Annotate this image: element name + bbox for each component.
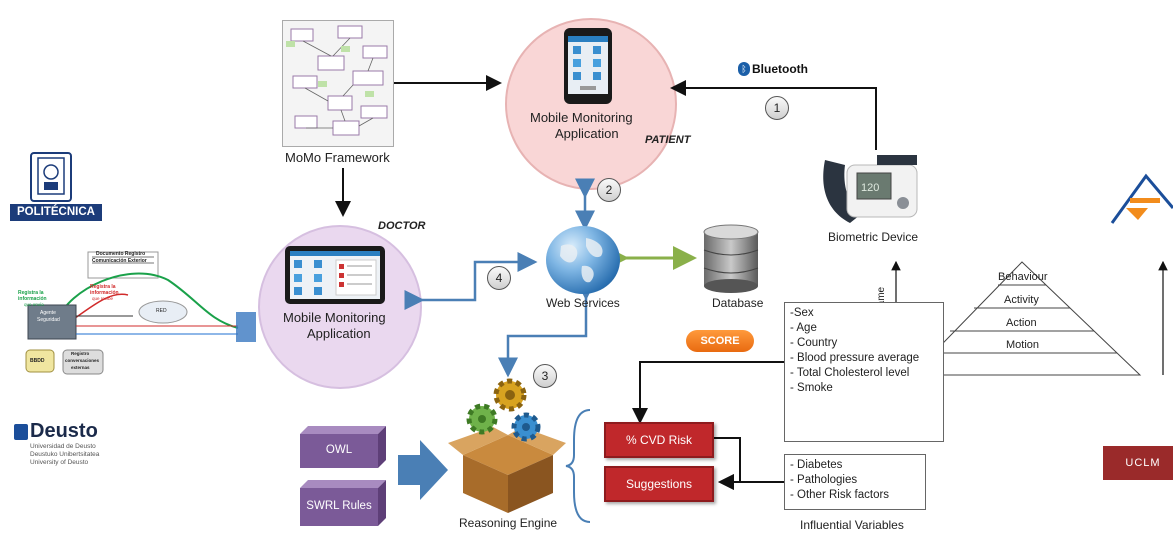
variable-other-risk: - Other Risk factors	[790, 489, 890, 501]
inset-doc-title2: Comunicación Exterior	[92, 258, 147, 264]
inset-reg2: conversaciones	[65, 358, 100, 363]
bracket	[565, 409, 591, 523]
variable-age: - Age	[790, 322, 817, 334]
inset-reg1: Registro	[71, 351, 90, 356]
pyramid-motion: Motion	[1006, 339, 1040, 351]
owl-label: OWL	[325, 444, 353, 456]
deusto-sub3: University of Deusto	[30, 459, 89, 466]
database-icon	[700, 224, 762, 294]
pyramid-shape	[910, 261, 1142, 376]
reasoning-engine-label: Reasoning Engine	[459, 516, 558, 530]
pyramid-behaviour: Behaviour	[998, 271, 1048, 283]
bluetooth-label: Bluetooth	[752, 62, 808, 76]
momo-framework-diagram	[282, 20, 394, 147]
variable-sex: -Sex	[790, 307, 814, 319]
arrow-score-to-cvd	[632, 361, 784, 424]
inset-red3: que recibe	[92, 296, 114, 301]
biometric-device-label: Biometric Device	[828, 230, 919, 244]
step-4: 4	[487, 266, 511, 290]
pyramid-activity: Activity	[1004, 294, 1039, 306]
step-1: 1	[765, 96, 789, 120]
inset-red1: Registra la	[90, 284, 116, 290]
pyramid-action: Action	[1006, 317, 1037, 329]
inset-doc-title1: Documento Registro	[96, 251, 146, 257]
deusto-logo-text: Deusto	[30, 420, 98, 442]
database-label: Database	[712, 296, 764, 310]
swrl-label: SWRL Rules	[306, 500, 372, 512]
arrow-ontology-to-engine	[398, 440, 448, 500]
patient-app-title-line2: Application	[555, 126, 619, 141]
doctor-label: DOCTOR	[378, 220, 426, 232]
variable-diabetes: - Diabetes	[790, 459, 843, 471]
arrow-doctor-web	[404, 252, 538, 310]
inset-red-network: RED	[156, 308, 167, 314]
politecnica-crest-icon	[30, 152, 72, 202]
variable-smoke: - Smoke	[790, 382, 833, 394]
influential-variables-label: Influential Variables	[800, 518, 904, 532]
web-services-label: Web Services	[546, 296, 620, 310]
uclm-logo: UCLM	[1103, 446, 1173, 480]
doctor-app-title-line2: Application	[307, 326, 371, 341]
gears-box-icon	[448, 375, 566, 515]
variables-bottom-box: - Diabetes - Pathologies - Other Risk fa…	[784, 454, 926, 510]
step-3: 3	[533, 364, 557, 388]
variables-top-box: -Sex - Age - Country - Blood pressure av…	[784, 302, 944, 442]
patient-label: PATIENT	[645, 134, 691, 146]
cvd-risk-box: % CVD Risk	[604, 422, 714, 458]
step-2: 2	[597, 178, 621, 202]
score-badge: SCORE	[686, 330, 754, 352]
arrow-cvd-to-suggestions	[714, 437, 741, 490]
globe-icon	[546, 226, 620, 294]
inset-green3: que envía	[24, 302, 44, 307]
arrow-web-reasoning	[498, 280, 596, 378]
right-triangle-logo-icon	[1108, 168, 1173, 228]
momo-framework-label: MoMo Framework	[285, 150, 390, 165]
inset-red2: información	[90, 290, 119, 296]
security-agent-inset: Documento Registro Comunicación Exterior…	[8, 250, 258, 380]
inset-green1: Registra la	[18, 290, 44, 296]
smartphone-icon	[564, 28, 612, 104]
arrow-device-to-patient	[670, 80, 877, 150]
variable-blood-pressure: - Blood pressure average	[790, 352, 920, 364]
inset-agent1: Agente	[40, 310, 56, 316]
blood-pressure-monitor-icon: 120	[815, 145, 925, 230]
variable-country: - Country	[790, 337, 838, 349]
politecnica-logo-text: POLITÉCNICA	[10, 204, 102, 221]
uclm-logo-text: UCLM	[1125, 457, 1161, 469]
owl-cube: OWL	[300, 426, 386, 468]
variable-cholesterol: - Total Cholesterol level	[790, 367, 910, 379]
swrl-cube: SWRL Rules	[300, 480, 386, 526]
deusto-sub1: Universidad de Deusto	[30, 443, 96, 450]
gear-icon	[493, 378, 527, 412]
deusto-sub2: Deustuko Unibertsitatea	[30, 451, 100, 458]
patient-app-title-line1: Mobile Monitoring	[530, 110, 633, 125]
suggestions-box: Suggestions	[604, 466, 714, 502]
inset-reg3: externas	[71, 365, 90, 370]
inset-green2: información	[18, 296, 47, 302]
svg-text:120: 120	[861, 182, 879, 194]
inset-agent2: Seguridad	[37, 317, 60, 323]
bluetooth-icon: ᛒ	[738, 62, 750, 76]
tablet-icon	[285, 246, 385, 304]
inset-bbdd: BBDD	[30, 358, 45, 364]
doctor-app-title-line1: Mobile Monitoring	[283, 310, 386, 325]
deusto-logo-icon	[14, 424, 28, 440]
variable-pathologies: - Pathologies	[790, 474, 858, 486]
